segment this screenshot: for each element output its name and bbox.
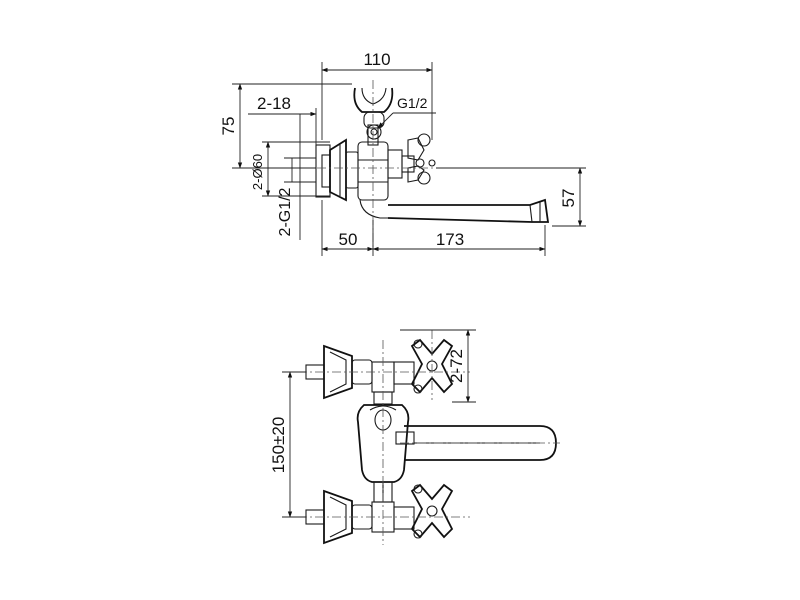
- dim-handle-spacing-label: 2-72: [447, 349, 466, 383]
- dim-spout-height: 57: [436, 167, 586, 227]
- dim-handle-spacing: 2-72: [400, 329, 476, 403]
- dim-shower-thread-label: G1/2: [397, 95, 428, 111]
- dim-shower-thread: G1/2: [377, 95, 436, 129]
- front-view: 2-72 150±20: [269, 329, 560, 545]
- dim-inlet-thread: 2-G1/2: [277, 157, 316, 236]
- front-lower-handle: [393, 483, 454, 539]
- front-upper-handle: [393, 338, 454, 394]
- dim-center-distance-label: 150±20: [269, 417, 288, 474]
- side-shower-holder: [353, 87, 394, 140]
- dim-height: 75: [219, 83, 352, 169]
- dim-inlet-depth-label: 2-18: [257, 94, 291, 113]
- dim-top-width-label: 110: [363, 50, 390, 69]
- dim-flange: 2-Ø60: [250, 141, 330, 197]
- dim-inlet-depth: 2-18: [248, 94, 317, 240]
- dim-flange-label: 2-Ø60: [250, 154, 265, 190]
- dim-base-spout: 50 173: [321, 200, 546, 256]
- side-wall-inlet: [315, 138, 359, 202]
- dim-top-width: 110: [321, 50, 433, 140]
- side-spout: [387, 198, 550, 223]
- dim-spout-length-label: 173: [436, 230, 464, 249]
- dim-spout-height-label: 57: [559, 189, 578, 208]
- dim-center-distance: 150±20: [269, 371, 306, 518]
- side-view: 110 75 2-18 G1/2 2-Ø60: [219, 50, 586, 256]
- dim-height-label: 75: [219, 117, 238, 136]
- dim-base-length-label: 50: [339, 230, 358, 249]
- side-handle: [387, 133, 436, 185]
- dim-inlet-thread-label: 2-G1/2: [277, 187, 294, 236]
